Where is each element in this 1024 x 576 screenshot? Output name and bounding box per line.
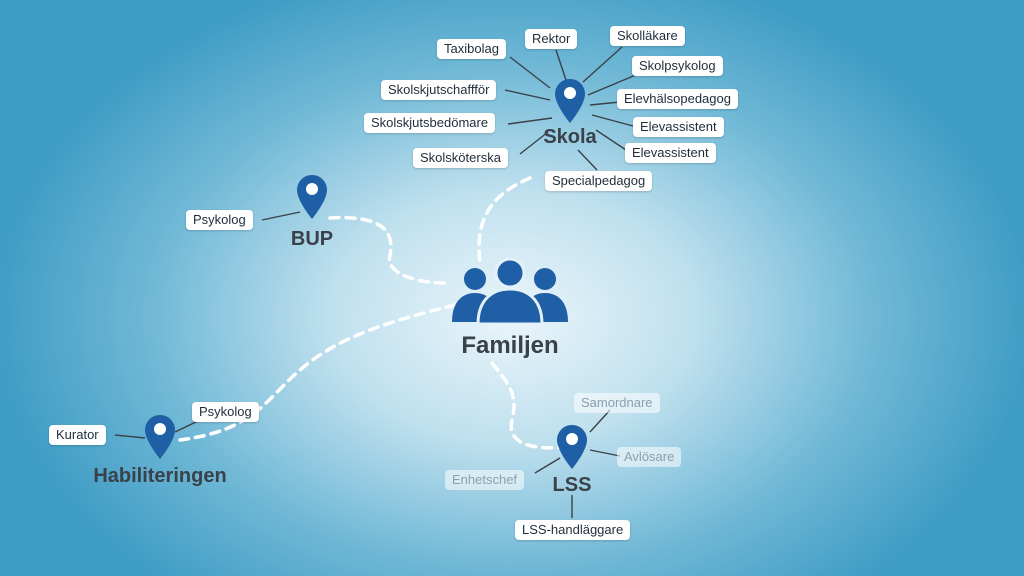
path-skola-familjen [477, 176, 532, 264]
chip-skolskjutschauffor: Skolskjutschaffför [381, 80, 497, 100]
chip-elevassistent-1: Elevassistent [633, 117, 724, 137]
chip-skolskjutsbedomare: Skolskjutsbedömare [364, 113, 496, 133]
chip-taxibolag: Taxibolag [437, 39, 506, 59]
chip-hab-psykolog: Psykolog [192, 402, 259, 422]
chip-enhetschef: Enhetschef [445, 470, 525, 490]
chip-kurator: Kurator [49, 425, 106, 445]
chip-rektor: Rektor [525, 29, 578, 49]
chip-elevassistent-2: Elevassistent [625, 143, 716, 163]
chip-samordnare: Samordnare [574, 393, 660, 413]
skola-location-pin-icon [555, 79, 585, 123]
chip-skollakare: Skolläkare [610, 26, 685, 46]
chip-elevhalsopedagog: Elevhälsopedagog [617, 89, 738, 109]
chip-bup-psykolog: Psykolog [186, 210, 253, 230]
chip-skolpsykolog: Skolpsykolog [632, 56, 723, 76]
hub-label-skola: Skola [543, 126, 597, 148]
hub-label-familjen: Familjen [461, 332, 559, 359]
path-hab-familjen [178, 303, 457, 442]
hub-label-lss: LSS [552, 474, 592, 496]
habiliteringen-location-pin-icon [145, 415, 175, 459]
hub-label-habiliteringen: Habiliteringen [93, 465, 227, 487]
bup-location-pin-icon [297, 175, 327, 219]
path-bup-familjen [328, 215, 447, 285]
family-group-icon [452, 258, 568, 324]
hub-label-bup: BUP [290, 228, 334, 250]
path-lss-familjen [490, 361, 567, 450]
chip-lss-handlaggare: LSS-handläggare [515, 520, 631, 540]
chip-avlosare: Avlösare [617, 447, 682, 467]
chip-specialpedagog: Specialpedagog [545, 171, 653, 191]
chip-skolskoterska: Skolsköterska [413, 148, 508, 168]
lss-location-pin-icon [557, 425, 587, 469]
